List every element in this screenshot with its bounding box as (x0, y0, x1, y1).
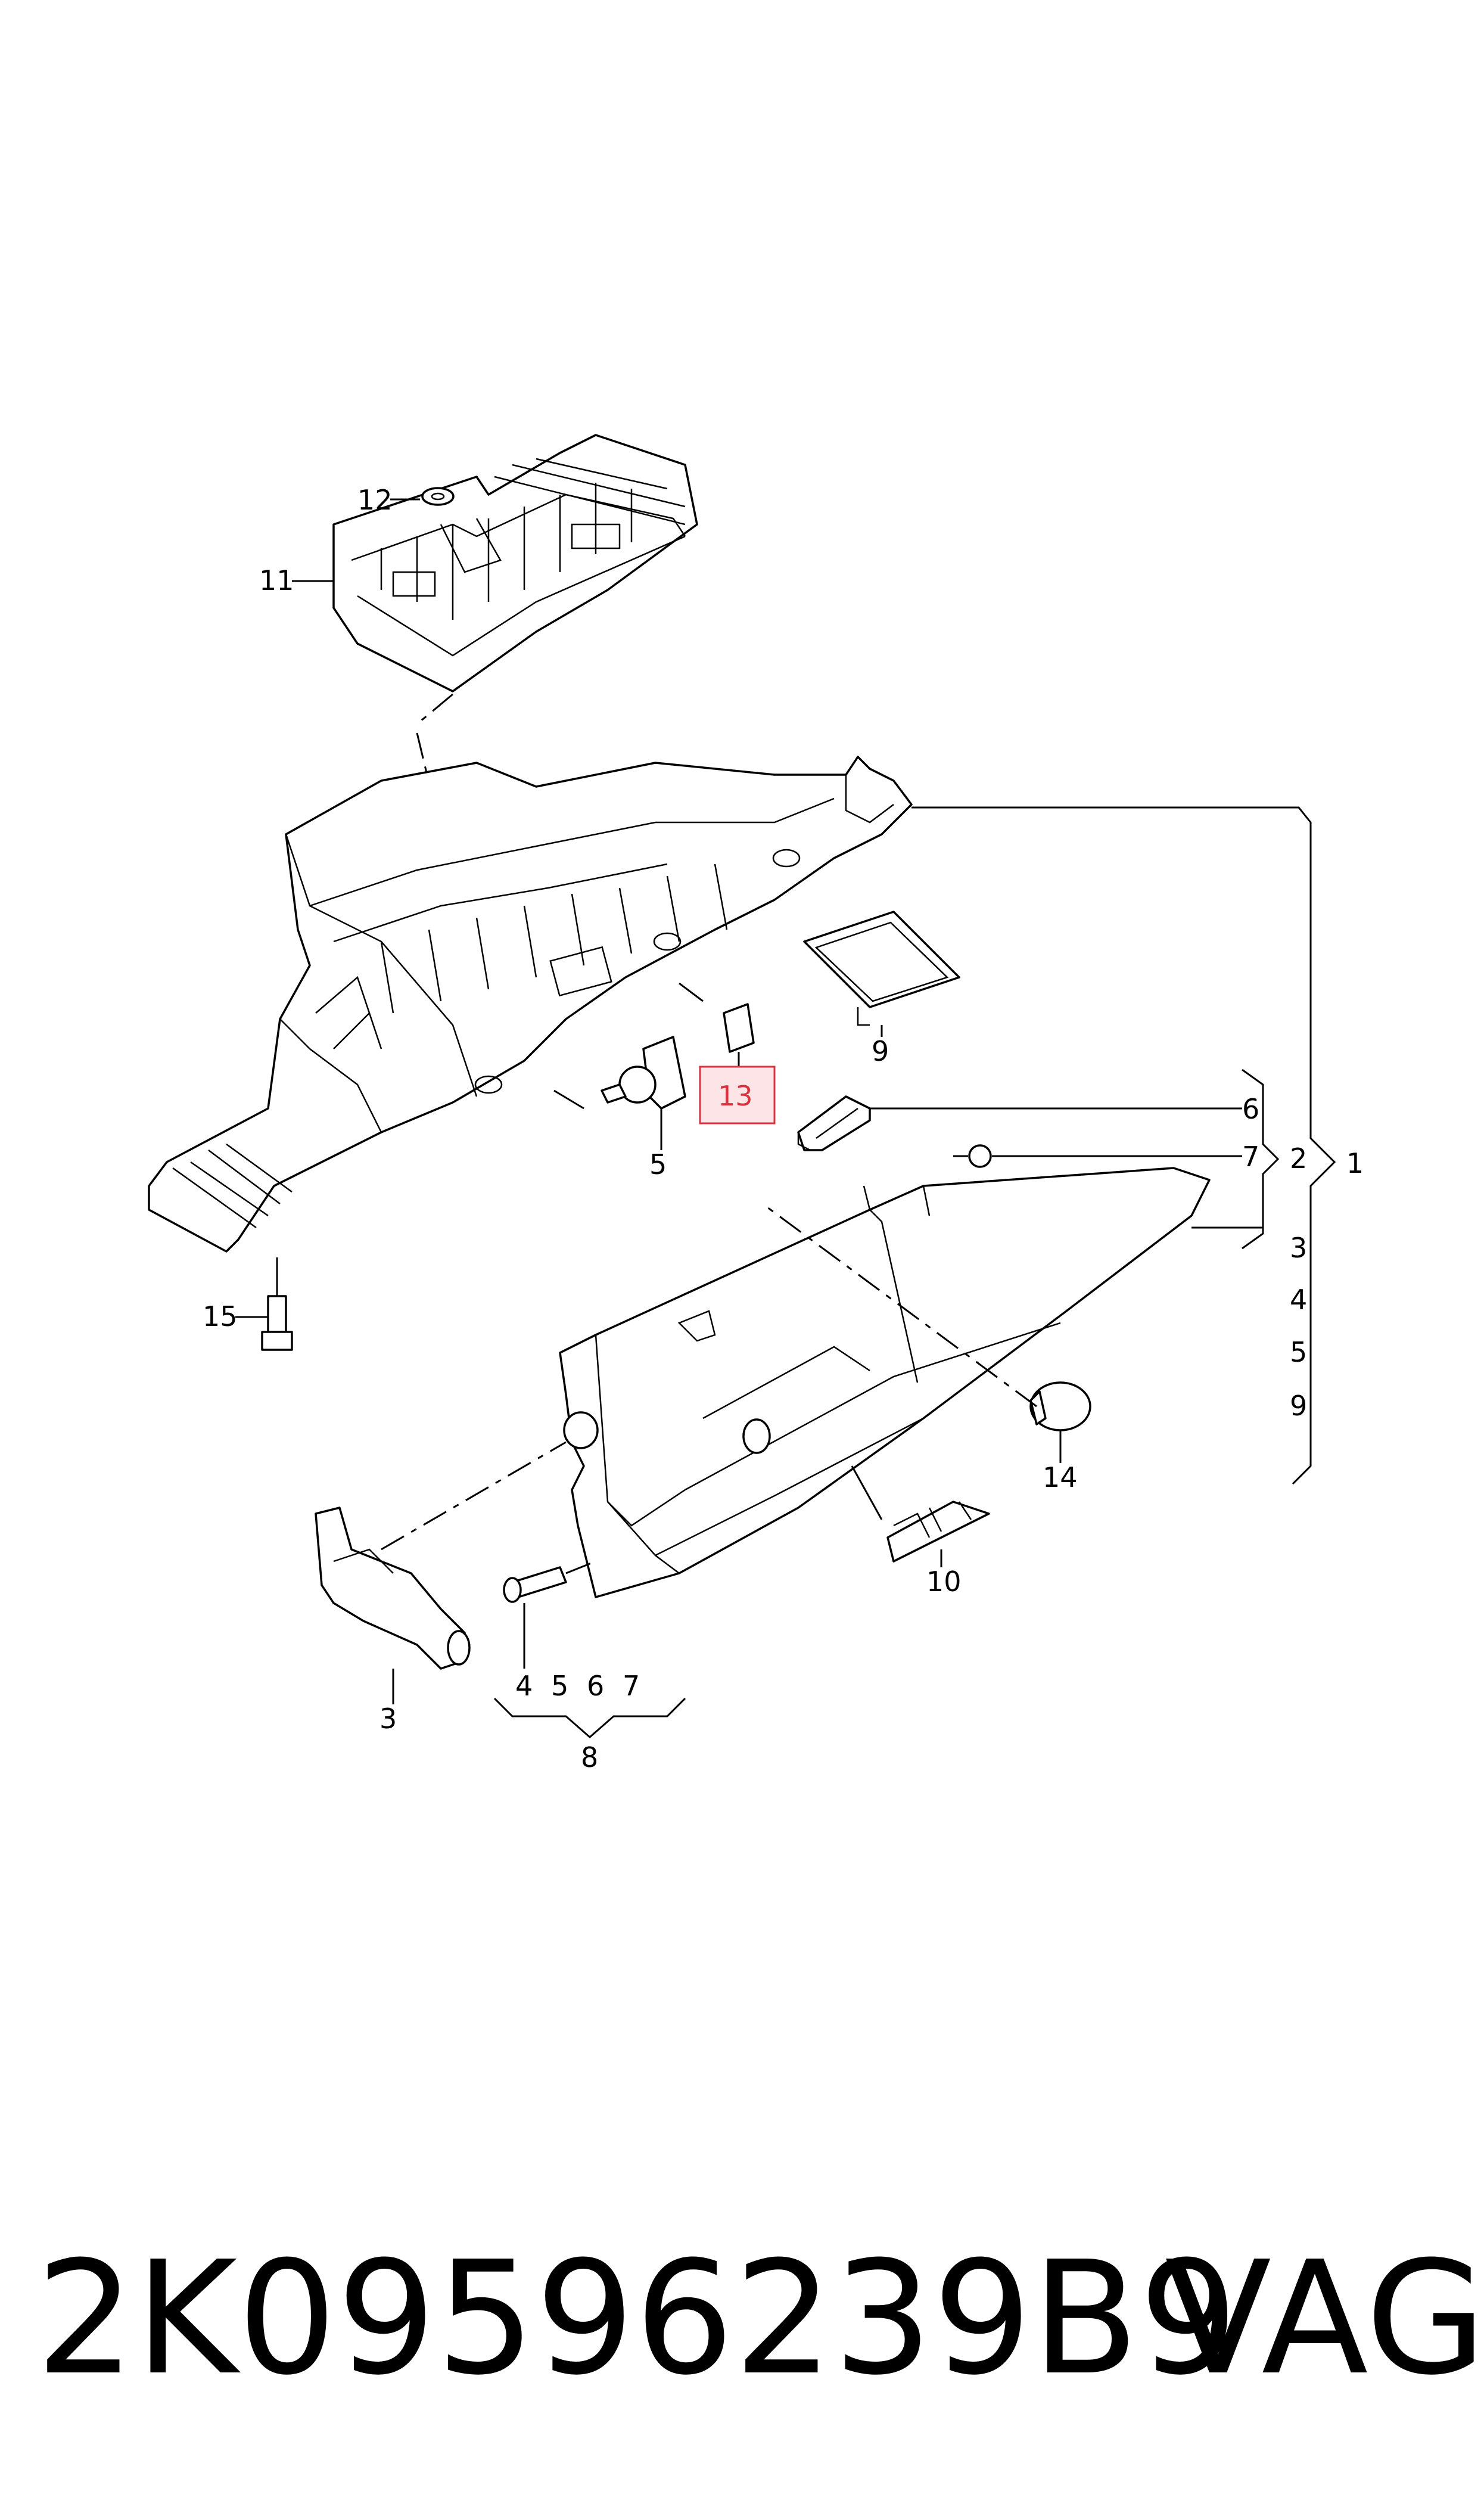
part-6-hinge (797, 1095, 871, 1151)
label-7: 7 (1242, 1141, 1259, 1173)
brand-text: VAG (1165, 2228, 1484, 2409)
part-7-screw (953, 1144, 992, 1168)
bracket-2 (1242, 1069, 1280, 1250)
label-10: 10 (926, 1566, 962, 1598)
part-10-latch (886, 1501, 990, 1563)
bracket-1 (911, 806, 1336, 1485)
label-15: 15 (203, 1300, 238, 1333)
part-11-upper-tray (332, 434, 698, 692)
label-6-group: 6 (587, 1670, 604, 1702)
label-5-list: 5 (1290, 1336, 1307, 1368)
part-number-text: 2K09596239B9 (36, 2228, 1239, 2409)
part-2-glove-box (559, 1167, 1211, 1598)
part-12-clip (421, 487, 455, 506)
part-14-cap (1029, 1381, 1091, 1431)
label-9-list: 9 (1290, 1390, 1307, 1422)
label-6: 6 (1242, 1093, 1259, 1125)
part-9-frame (803, 911, 960, 1026)
label-11: 11 (259, 564, 294, 597)
label-5: 5 (551, 1670, 568, 1702)
label-4: 4 (515, 1670, 533, 1702)
label-7-group: 7 (623, 1670, 640, 1702)
label-13: 13 (718, 1080, 753, 1112)
label-3-list: 3 (1290, 1232, 1307, 1264)
label-8: 8 (581, 1741, 598, 1773)
part-1-glove-box-housing (148, 756, 913, 1253)
label-9-upper: 9 (872, 1035, 889, 1067)
part-5-buffer (601, 1036, 686, 1110)
label-12: 12 (357, 484, 393, 516)
label-2: 2 (1290, 1142, 1307, 1175)
part-15-screw (261, 1295, 293, 1351)
part-13-item (723, 1003, 755, 1053)
part-4-pin (503, 1566, 567, 1603)
label-3: 3 (379, 1703, 397, 1735)
label-5-upper: 5 (649, 1148, 667, 1181)
bracket-8 (493, 1697, 686, 1738)
label-14: 14 (1043, 1461, 1078, 1493)
label-4-list: 4 (1290, 1284, 1307, 1316)
highlight-box-13 (699, 1066, 776, 1125)
part-3-damper (315, 1507, 471, 1670)
callout-labels: 12 11 13 5 9 6 7 2 1 3 4 5 9 15 14 10 3 … (203, 484, 1364, 1773)
label-1: 1 (1346, 1147, 1364, 1179)
